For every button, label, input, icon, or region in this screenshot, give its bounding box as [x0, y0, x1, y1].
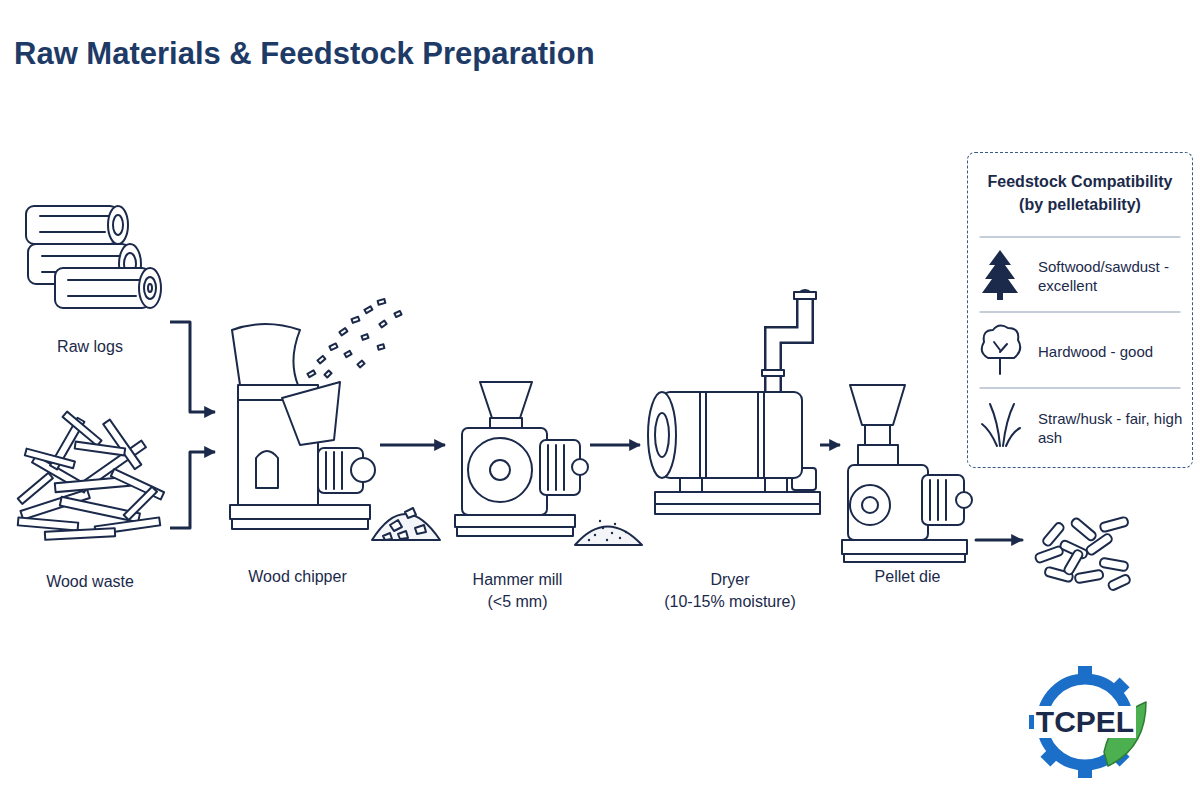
stage-label: Pellet die — [875, 566, 941, 588]
chip-pile — [372, 508, 440, 540]
legend-row: Straw/husk - fair, high ash — [1038, 389, 1186, 467]
process-stage: Pellet die — [840, 380, 975, 590]
legend-box: Feedstock Compatibility (by pelletabilit… — [967, 152, 1193, 468]
conifer-icon — [982, 250, 1018, 300]
stage-label: Wood waste — [46, 571, 134, 593]
pellets-drawing — [1034, 517, 1131, 592]
logs-drawing — [26, 206, 161, 308]
process-stage: Hammer mill(<5 mm) — [445, 395, 590, 615]
legend-text: Straw/husk - fair, high ash — [1038, 409, 1186, 447]
stage-label: Wood chipper — [248, 566, 346, 588]
logo-text: TCPEL — [1034, 706, 1136, 738]
input-material: Raw logs — [10, 195, 170, 360]
diagram-title: Raw Materials & Feedstock Preparation — [14, 36, 595, 72]
stage-label: Dryer — [710, 569, 749, 591]
legend-text: Softwood/sawdust - excellent — [1038, 257, 1186, 295]
flow-arrow — [170, 452, 215, 528]
stage-spec: (<5 mm) — [488, 591, 548, 613]
process-stage: Dryer(10-15% moisture) — [640, 290, 820, 615]
legend-heading: Feedstock Compatibility (by pelletabilit… — [976, 170, 1184, 216]
flow-arrow — [170, 322, 215, 412]
sawdust-pile — [575, 520, 642, 545]
legend-text: Hardwood - good — [1038, 342, 1153, 361]
logo-mark — [1029, 666, 1146, 778]
pellet-mill-drawing — [842, 385, 972, 562]
wood-chipper-drawing — [230, 299, 402, 529]
flow-arrow — [820, 444, 840, 447]
legend-row: Hardwood - good — [1038, 313, 1186, 389]
output-arrow — [976, 539, 1022, 542]
process-stage: Wood chipper — [215, 320, 380, 590]
wood-waste-drawing — [18, 412, 164, 540]
rotary-dryer-drawing — [648, 292, 820, 514]
flow-arrow — [380, 444, 445, 447]
deciduous-icon — [982, 325, 1021, 374]
flow-arrow — [590, 444, 640, 447]
stage-label: Hammer mill — [473, 569, 563, 591]
stage-spec: (10-15% moisture) — [664, 591, 796, 613]
stage-label: Raw logs — [57, 336, 123, 358]
grass-icon — [982, 404, 1020, 446]
legend-row: Softwood/sawdust - excellent — [1038, 238, 1186, 313]
input-material: Wood waste — [10, 400, 170, 595]
hammer-mill-drawing — [455, 382, 588, 536]
